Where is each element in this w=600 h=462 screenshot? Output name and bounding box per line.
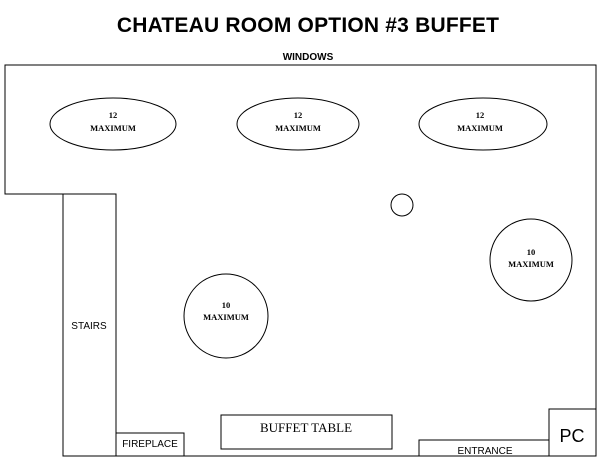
table-capacity: 10 [527, 247, 536, 257]
table-round-1: 10 MAXIMUM [489, 218, 573, 302]
table-oval-1: 12 MAXIMUM [49, 97, 177, 151]
table-shape [49, 97, 177, 151]
table-note: MAXIMUM [508, 259, 554, 269]
table-note: MAXIMUM [275, 123, 321, 133]
table-capacity: 12 [109, 110, 118, 120]
table-oval-2: 12 MAXIMUM [236, 97, 360, 151]
page-title: CHATEAU ROOM OPTION #3 BUFFET [117, 14, 499, 37]
fireplace-label: FIREPLACE [122, 439, 178, 450]
stairs [62, 193, 117, 457]
table-shape [489, 218, 573, 302]
buffet-table [220, 414, 393, 450]
table-oval-3: 12 MAXIMUM [418, 97, 548, 151]
stairs-label: STAIRS [71, 321, 107, 332]
table-note: MAXIMUM [203, 312, 249, 322]
table-round-2: 10 MAXIMUM [183, 273, 269, 359]
table-note: MAXIMUM [457, 123, 503, 133]
entrance-label: ENTRANCE [457, 446, 512, 457]
table-shape [236, 97, 360, 151]
pc-box [548, 408, 597, 457]
table-note: MAXIMUM [90, 123, 136, 133]
table-capacity: 10 [222, 300, 231, 310]
table-shape [183, 273, 269, 359]
column-circle [390, 193, 414, 217]
table-shape [418, 97, 548, 151]
buffet-label: BUFFET TABLE [260, 420, 352, 435]
windows-label: WINDOWS [283, 52, 334, 63]
pc-label: PC [559, 426, 584, 446]
table-capacity: 12 [294, 110, 303, 120]
table-capacity: 12 [476, 110, 485, 120]
fireplace [115, 432, 185, 457]
